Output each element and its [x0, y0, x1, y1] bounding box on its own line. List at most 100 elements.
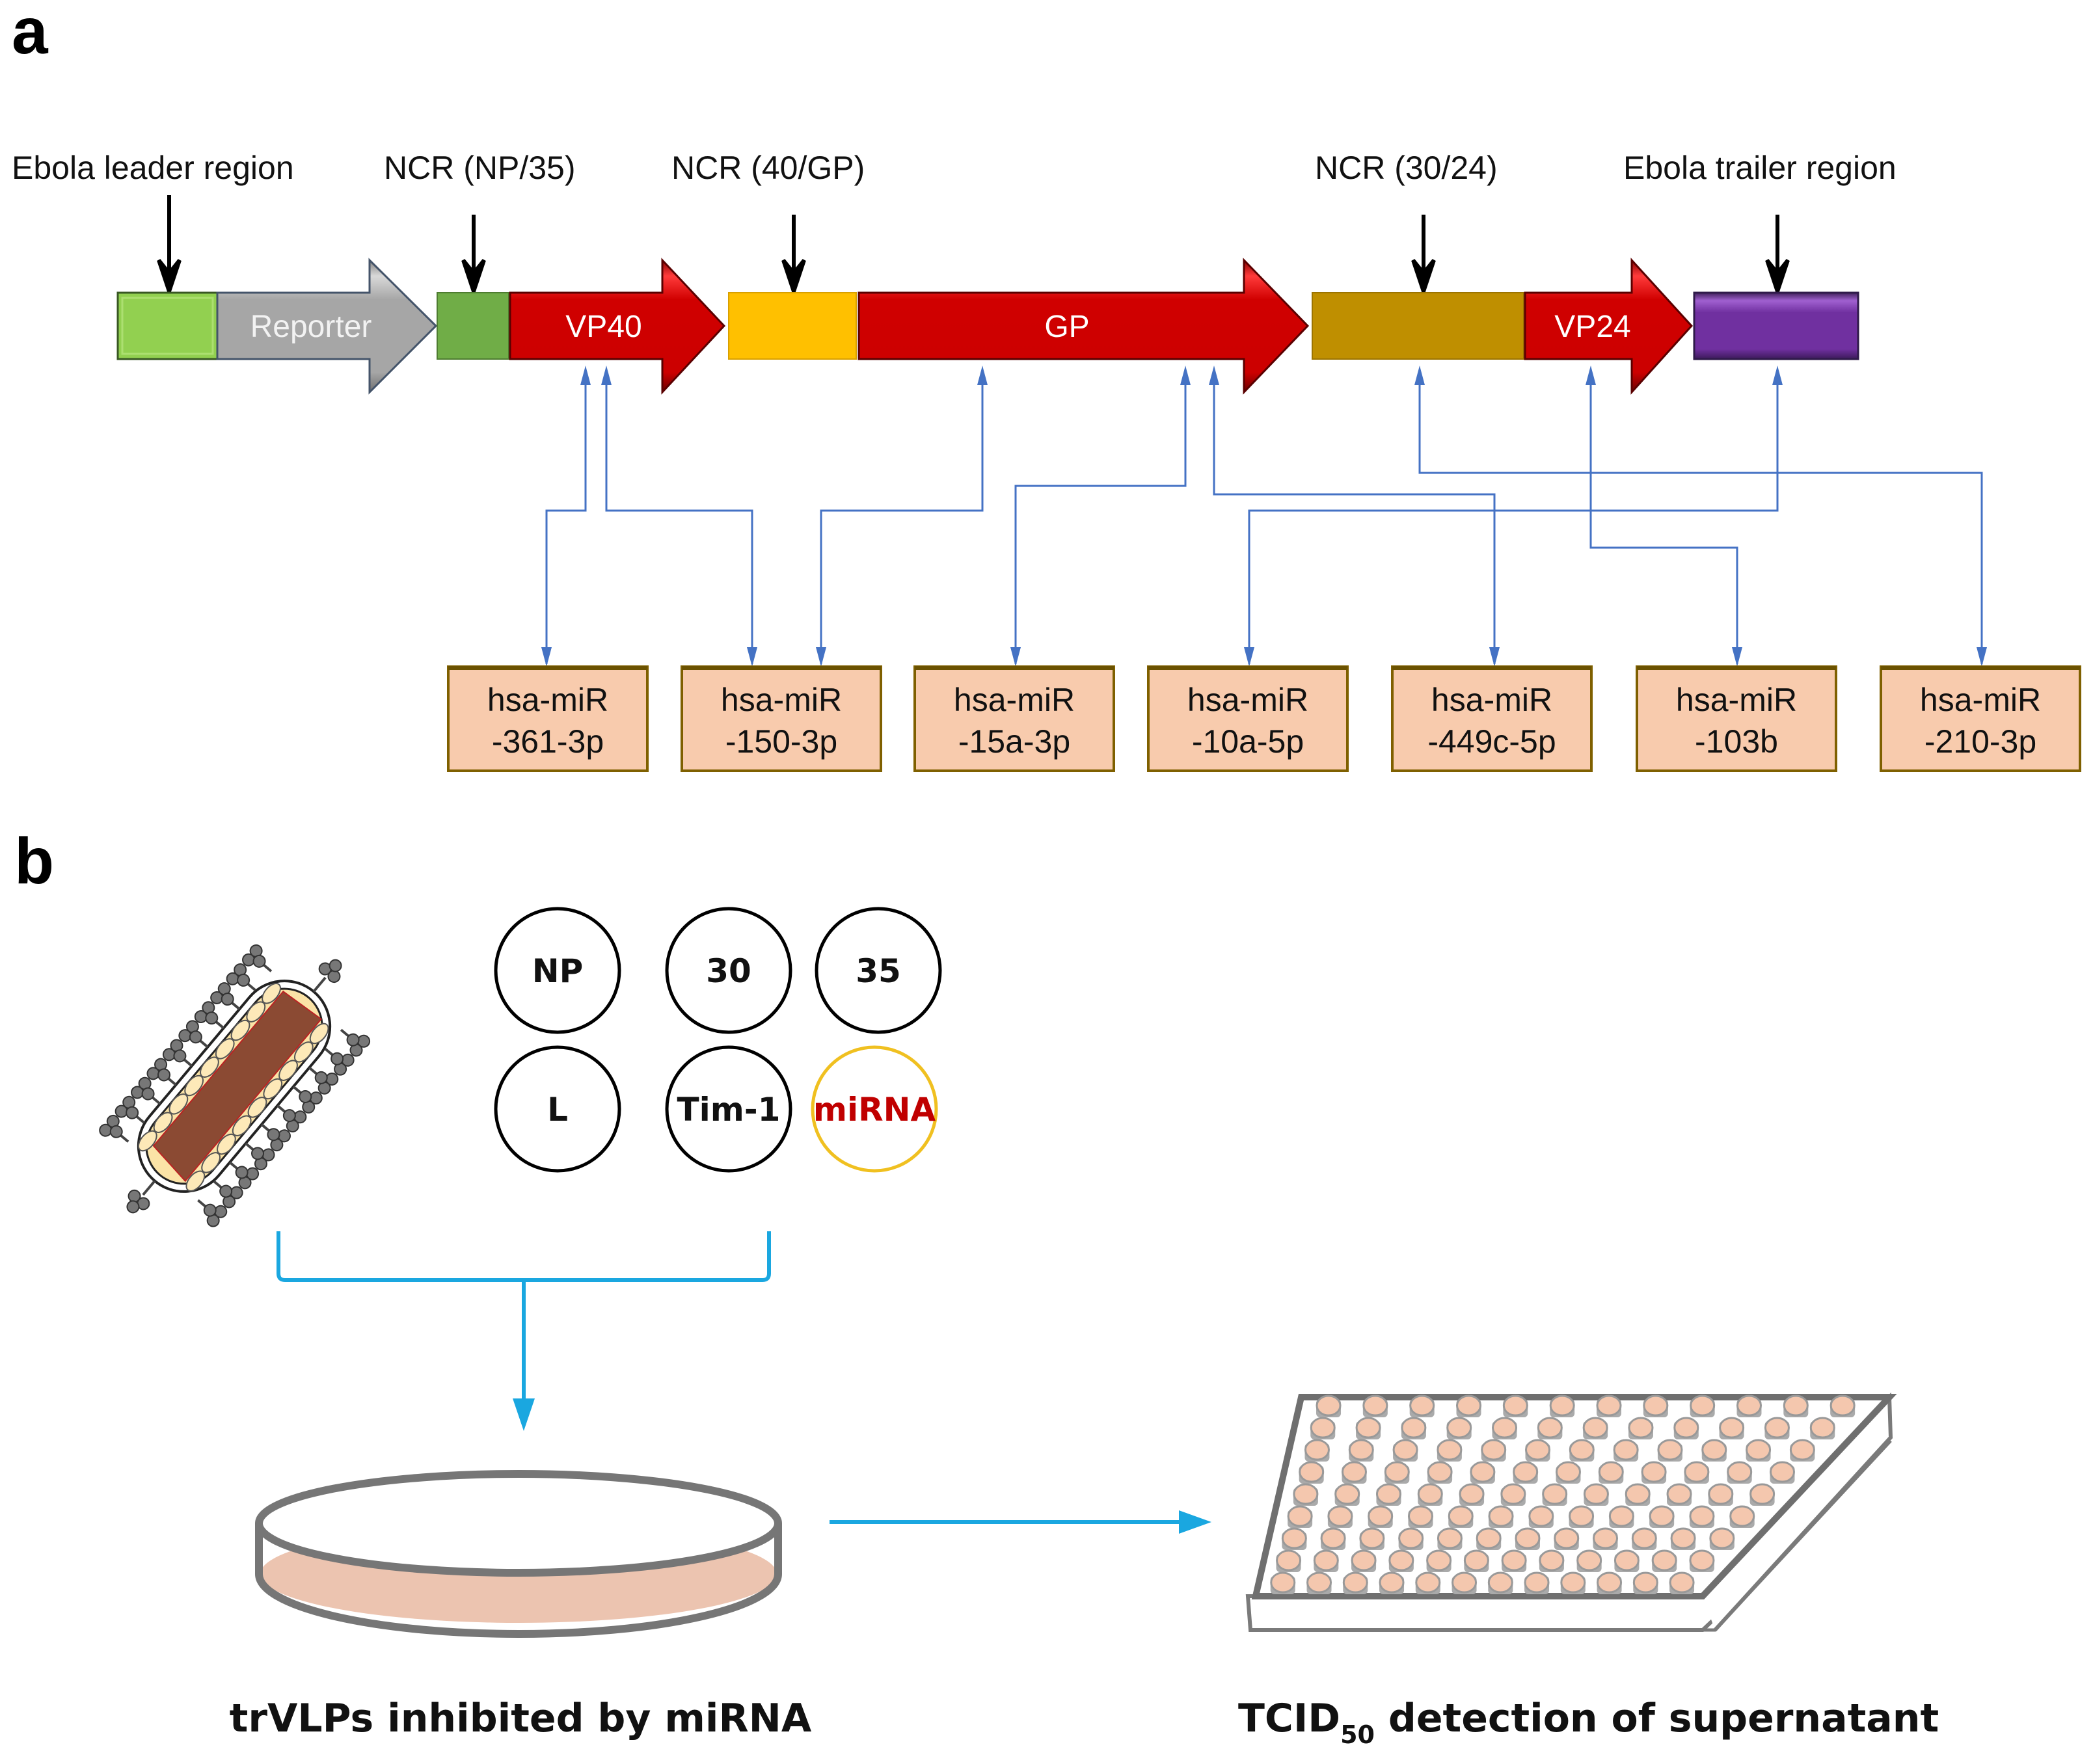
plate-well	[1631, 1527, 1657, 1550]
plate-well	[1830, 1395, 1856, 1417]
plasmid-30: 30	[665, 907, 792, 1034]
plate-well	[1409, 1395, 1435, 1417]
plate-well	[1313, 1549, 1339, 1572]
plate-well	[1310, 1417, 1336, 1439]
plate-well	[1456, 1395, 1482, 1417]
plate-well	[1351, 1549, 1377, 1572]
connector-line	[605, 369, 753, 664]
plate-well	[1727, 1461, 1753, 1484]
plate-well	[1719, 1417, 1745, 1439]
trailer-region-block	[1693, 291, 1859, 360]
plate-well	[1596, 1395, 1622, 1417]
plate-well	[1427, 1461, 1453, 1484]
plate-well	[1459, 1483, 1485, 1506]
mirna-name-line2: -210-3p	[1924, 723, 2036, 760]
panel-a-letter: a	[12, 0, 49, 68]
mirna-box-bg	[1147, 665, 1349, 772]
mirna-box-bg	[913, 665, 1115, 772]
reporter-arrow	[216, 258, 438, 395]
ncr-np35-block	[437, 292, 509, 360]
connector-down-arrow-icon	[816, 647, 826, 667]
tcid-subscript: 50	[1340, 1720, 1375, 1749]
plate-well	[1649, 1505, 1675, 1528]
mirna-box: hsa-miR -103b	[1636, 665, 1837, 772]
plate-well	[1666, 1483, 1692, 1506]
plate-well	[1583, 1483, 1609, 1506]
plate-well	[1398, 1527, 1424, 1550]
mirna-name-line1: hsa-miR	[1676, 682, 1797, 718]
connector-down-arrow-icon	[1977, 647, 1987, 667]
plasmid-35: 35	[815, 907, 942, 1034]
connector-up-arrow-icon	[601, 366, 612, 385]
plate-well	[1764, 1417, 1790, 1439]
plate-well	[1481, 1439, 1507, 1462]
plate-well	[1342, 1571, 1368, 1594]
plate-well	[1341, 1461, 1367, 1484]
vp40-arrow	[509, 258, 726, 395]
plate-well	[1299, 1461, 1325, 1484]
label-ncr-3024: NCR (30/24)	[1315, 150, 1498, 186]
plate-well	[1641, 1461, 1667, 1484]
plate-well	[1281, 1527, 1307, 1550]
genome-map: Reporter VP40 GP VP24	[116, 258, 1859, 395]
plate-well	[1392, 1439, 1418, 1462]
label-ncr-40gp: NCR (40/GP)	[671, 150, 865, 186]
plasmid-label: Tim-1	[677, 1091, 781, 1129]
plasmid-label: L	[547, 1091, 568, 1129]
mirna-name-line1: hsa-miR	[1187, 682, 1308, 718]
connector-down-arrow-icon	[1244, 647, 1254, 667]
mirna-name-line1: hsa-miR	[1920, 682, 2041, 718]
mirna-name-line1: hsa-miR	[1431, 682, 1552, 718]
plasmid-label: miRNA	[813, 1091, 936, 1129]
plasmid-mirna: miRNA	[811, 1045, 938, 1173]
pointer-arrow-ncr-40gp	[781, 215, 806, 298]
connector-up-arrow-icon	[1209, 366, 1219, 385]
plate-well	[1476, 1527, 1502, 1550]
plasmid-np: NP	[494, 907, 621, 1034]
panel-b-letter: b	[14, 825, 54, 898]
plate-well	[1690, 1395, 1716, 1417]
mirna-box: hsa-miR-150-3p	[681, 665, 882, 772]
plate-well	[1651, 1549, 1677, 1572]
label-trvlps-inhibited: trVLPs inhibited by miRNA	[230, 1696, 812, 1741]
label-ncr-np35: NCR (NP/35)	[384, 150, 575, 186]
plate-well	[1355, 1417, 1381, 1439]
plate-well	[1487, 1571, 1513, 1594]
plate-well	[1625, 1483, 1651, 1506]
mirna-boxes: hsa-miR-361-3phsa-miR-150-3phsa-miR-15a-…	[447, 665, 2081, 772]
plate-well	[1316, 1395, 1342, 1417]
leader-bevel	[121, 297, 214, 355]
pointer-arrow-ncr-3024	[1411, 215, 1436, 298]
reporter-label: Reporter	[250, 310, 372, 344]
plate-well	[1463, 1549, 1489, 1572]
mirna-name-line2: -103b	[1695, 723, 1778, 760]
mirna-box: hsa-miR -10a-5p	[1147, 665, 1349, 772]
mirna-name-line2: -10a-5p	[1192, 723, 1304, 760]
plate-well	[1657, 1439, 1683, 1462]
plasmid-circle	[494, 1045, 621, 1173]
plate-well	[1304, 1439, 1330, 1462]
plate-well	[1492, 1417, 1518, 1439]
plate-well	[1327, 1505, 1353, 1528]
plate-well	[1689, 1549, 1715, 1572]
connector-up-arrow-icon	[1180, 366, 1191, 385]
plate-well	[1359, 1527, 1385, 1550]
plate-well	[1515, 1527, 1541, 1550]
plate-well	[1701, 1439, 1727, 1462]
plate-well	[1528, 1505, 1554, 1528]
plate-well	[1388, 1549, 1414, 1572]
plate-well	[1598, 1461, 1624, 1484]
plasmid-circle	[815, 907, 942, 1034]
plate-well	[1614, 1549, 1640, 1572]
plate-well	[1597, 1571, 1623, 1594]
label-tcid50-detection: TCID50 detection of supernatant	[1238, 1696, 1939, 1749]
plate-well	[1306, 1571, 1332, 1594]
plate-well	[1555, 1461, 1581, 1484]
plate-well	[1582, 1417, 1608, 1439]
plate-well	[1576, 1549, 1602, 1572]
plate-well	[1709, 1527, 1735, 1550]
connector-line	[1418, 369, 1983, 664]
connector-down-arrow-icon	[1010, 647, 1021, 667]
mirna-name-line1: hsa-miR	[487, 682, 608, 718]
